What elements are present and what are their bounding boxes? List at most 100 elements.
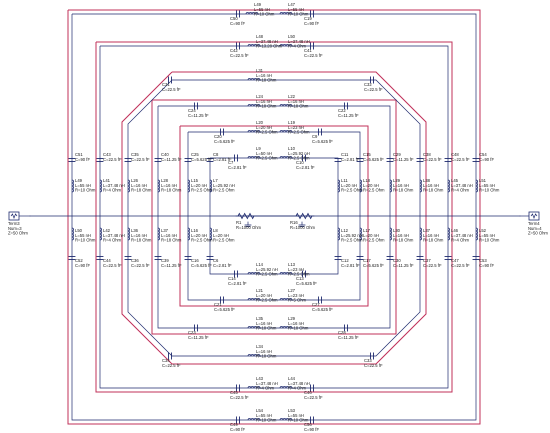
label-line: C=11.25 fF bbox=[161, 157, 182, 162]
inductor-coil bbox=[99, 179, 102, 193]
inductor-l13-b bbox=[279, 272, 293, 275]
label-line: L38 bbox=[423, 178, 431, 183]
label-line: C=11.25 fF bbox=[393, 157, 414, 162]
label-line: C=22.5 fF bbox=[364, 363, 383, 368]
label-line: C31 bbox=[162, 82, 170, 87]
label-line: C=22.5 fF bbox=[162, 87, 181, 92]
inductor-coil bbox=[447, 179, 450, 193]
capacitor-c15 bbox=[356, 158, 364, 162]
capacitor-c52 bbox=[68, 256, 76, 260]
feed-ring-4 bbox=[151, 99, 397, 335]
label-line: C38 bbox=[423, 152, 431, 157]
label-line: L10 bbox=[288, 146, 296, 151]
label-line: C48 bbox=[451, 152, 459, 157]
term-left bbox=[8, 211, 20, 221]
label-line: R=18 Ohm bbox=[256, 104, 277, 109]
label-line: L17 bbox=[363, 228, 371, 233]
label-line: L50 bbox=[288, 34, 296, 39]
label-line: C34 bbox=[162, 358, 170, 363]
label-line: R=2.5 Ohm bbox=[363, 238, 385, 243]
label-line: L=16 nH bbox=[288, 321, 304, 326]
label-line: L49 bbox=[75, 178, 83, 183]
inductor-l50 bbox=[279, 44, 293, 47]
inductor-coil bbox=[209, 227, 212, 241]
label-line: R=18 Ohm bbox=[256, 354, 277, 359]
label-line: C=11.25 fF bbox=[188, 113, 209, 118]
inductor-l52 bbox=[475, 227, 478, 241]
label-line: C51 bbox=[75, 152, 83, 157]
label-line: L=16 nH bbox=[256, 73, 272, 78]
inductor-coil bbox=[247, 386, 261, 389]
inductor-coil bbox=[389, 179, 392, 193]
label-line: C7 bbox=[228, 160, 234, 165]
inductor-l53-b bbox=[279, 418, 293, 421]
capacitor-c28-b bbox=[344, 324, 348, 332]
label-line: C30 bbox=[393, 258, 401, 263]
label-line: L=16 nH bbox=[393, 233, 409, 238]
label-line: R=18 Ohm bbox=[288, 326, 309, 331]
label-line: L=37.48 nH bbox=[103, 233, 125, 238]
inductor-l37 bbox=[157, 227, 160, 241]
inductor-coil bbox=[187, 179, 190, 193]
label-line: Term4 bbox=[528, 221, 540, 226]
inductor-coil bbox=[279, 130, 293, 133]
label-line: C=2.81 fF bbox=[213, 157, 232, 162]
label-line: R=2.5 Ohm bbox=[288, 130, 310, 135]
label-line: L34 bbox=[256, 344, 264, 349]
label-line: L=37.48 nH bbox=[288, 381, 310, 386]
capacitor-c14-b bbox=[234, 270, 238, 278]
inductor-coil bbox=[71, 179, 74, 193]
label-line: L50 bbox=[75, 228, 83, 233]
inductor-l15 bbox=[187, 179, 190, 193]
label-line: L36 bbox=[131, 228, 139, 233]
capacitor-c35 bbox=[124, 158, 132, 162]
label-line: L54 bbox=[256, 408, 264, 413]
label-line: L37 bbox=[423, 228, 431, 233]
label-line: C50 bbox=[230, 16, 238, 21]
inductor-l45 bbox=[447, 179, 450, 193]
capacitor-c34-b bbox=[168, 352, 172, 360]
label-line: L53 bbox=[288, 408, 296, 413]
label-line: L48 bbox=[256, 34, 264, 39]
label-line: R=1000 Ohm bbox=[290, 225, 316, 230]
inductor-l17 bbox=[359, 227, 362, 241]
inductor-coil bbox=[419, 179, 422, 193]
label-line: L=16 nH bbox=[288, 99, 304, 104]
label-line: R=2.5 Ohm bbox=[213, 188, 235, 193]
label-line: L16 bbox=[191, 228, 199, 233]
label-line: C39 bbox=[161, 258, 169, 263]
label-line: C49 bbox=[230, 422, 238, 427]
inductor-coil bbox=[157, 179, 160, 193]
wire-ring-2 bbox=[99, 45, 449, 389]
label-line: C=22.5 fF bbox=[103, 263, 122, 268]
inductor-coil bbox=[127, 179, 130, 193]
label-line: R=2.5 Ohm bbox=[363, 188, 385, 193]
feed-ring-2 bbox=[95, 41, 453, 393]
label-line: C=11.25 fF bbox=[338, 113, 359, 118]
label-line: C36 bbox=[131, 258, 139, 263]
label-line: C=22.5 fF bbox=[230, 395, 249, 400]
label-line: C=90 fF bbox=[75, 263, 90, 268]
inductor-coil bbox=[447, 227, 450, 241]
